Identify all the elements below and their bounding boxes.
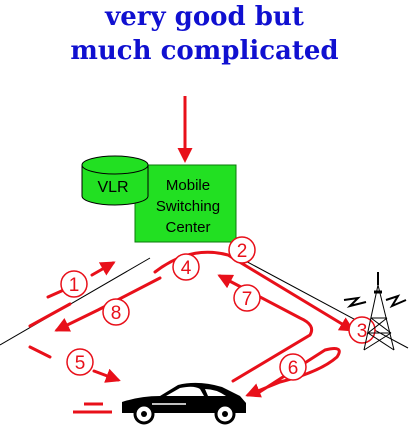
diagram-title-line-2: much complicated <box>70 36 339 66</box>
msc-label-line2: Switching <box>156 198 220 215</box>
step-1-arrow-b <box>90 261 116 277</box>
step-3-label: 3 <box>357 321 368 342</box>
msc-box <box>134 164 237 243</box>
step-5-arrow-a <box>28 345 52 359</box>
step-3-marker <box>348 316 376 344</box>
step-1-path <box>28 302 72 328</box>
road-edge-left <box>0 257 151 346</box>
vlr-database-icon <box>81 155 149 206</box>
step-2-3-path <box>153 250 355 332</box>
motion-lines-icon <box>73 402 112 414</box>
step-7-label: 7 <box>242 289 253 310</box>
step-7-path <box>217 274 314 383</box>
car-icon <box>122 382 246 425</box>
step-8-path <box>54 276 162 332</box>
vlr-label: VLR <box>97 179 128 196</box>
step-8-label: 8 <box>111 303 122 324</box>
step-1-marker <box>60 270 88 298</box>
step-6-marker <box>279 353 307 381</box>
step-1-label: 1 <box>69 275 80 296</box>
step-2-label: 2 <box>237 241 248 262</box>
step-5-label: 5 <box>75 353 86 374</box>
msc-label-line3: Center <box>165 219 210 236</box>
step-5-arrow-b <box>92 368 121 383</box>
step-4-label: 4 <box>181 258 192 279</box>
step-5-marker <box>66 348 94 376</box>
step-8-marker <box>102 298 130 326</box>
msc-label-line1: Mobile <box>166 177 210 194</box>
step-6-label: 6 <box>288 358 299 379</box>
antenna-tower-icon <box>343 272 407 351</box>
step-markers: 1 2 3 4 5 6 7 8 <box>60 236 376 381</box>
step-2-marker <box>228 236 256 264</box>
step-4-marker <box>172 253 200 281</box>
step-7-marker <box>233 284 261 312</box>
diagram-title-line-1: very good but <box>105 2 304 32</box>
